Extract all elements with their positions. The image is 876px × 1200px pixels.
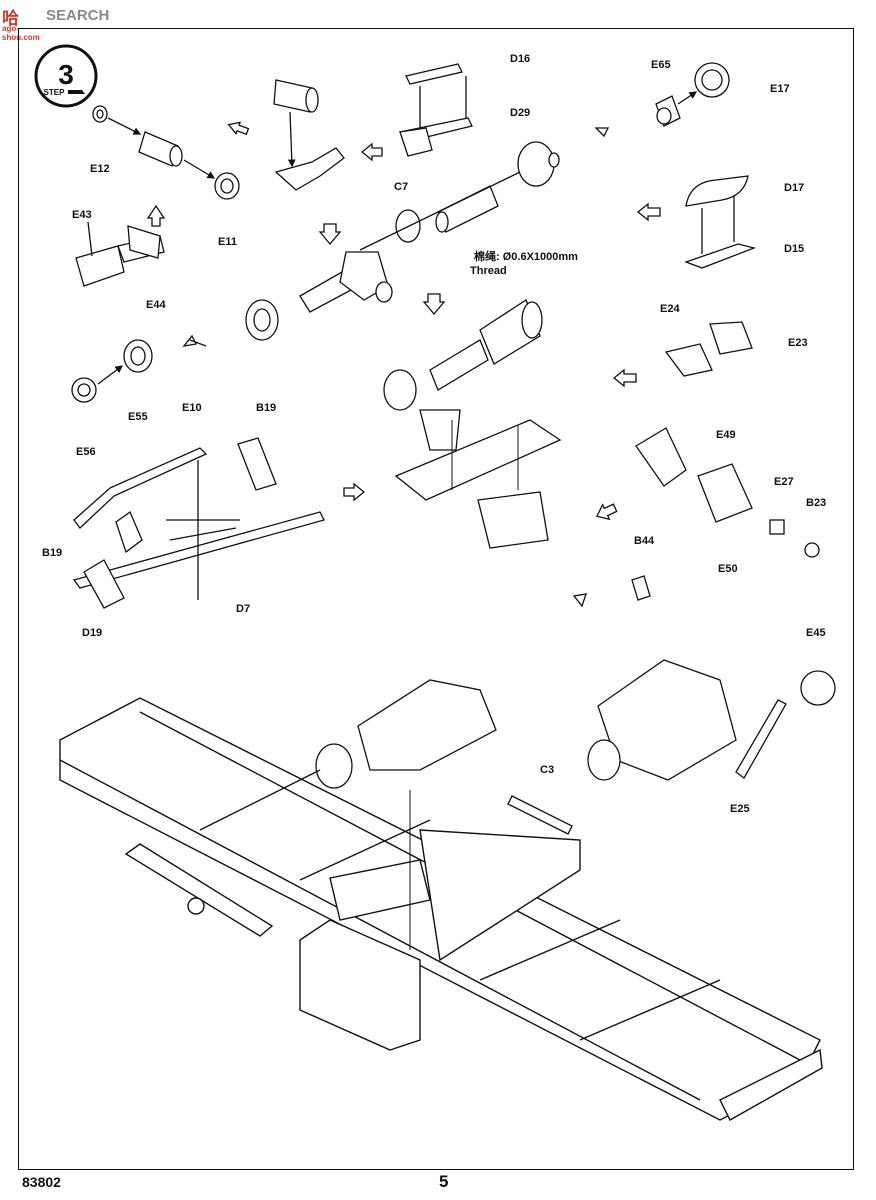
label-e25: E25 xyxy=(730,803,750,815)
part-group-differential xyxy=(245,251,393,341)
label-d15: D15 xyxy=(784,243,804,255)
label-e44: E44 xyxy=(146,299,166,311)
process-arrows xyxy=(146,121,661,608)
label-e45: E45 xyxy=(806,627,826,639)
step-number: 3 xyxy=(58,59,74,90)
part-group-e44 xyxy=(75,221,165,287)
label-d29: D29 xyxy=(510,107,530,119)
label-d7: D7 xyxy=(236,603,250,615)
label-e49: E49 xyxy=(716,429,736,441)
label-e56: E56 xyxy=(76,446,96,458)
label-b19-top: B19 xyxy=(256,402,276,414)
part-group-d15 xyxy=(684,175,757,269)
part-group-lower-winch xyxy=(315,679,573,835)
watermark-search-text: SEARCH xyxy=(46,7,110,24)
label-d16: D16 xyxy=(510,53,530,65)
label-e50: E50 xyxy=(718,563,738,575)
part-group-d16 xyxy=(273,63,473,191)
label-c3: C3 xyxy=(540,764,554,776)
thread-note-label: Thread xyxy=(470,265,507,277)
label-b19-left: B19 xyxy=(42,547,62,559)
label-e27: E27 xyxy=(774,476,794,488)
label-e17: E17 xyxy=(770,83,790,95)
page-frame xyxy=(18,28,854,1170)
part-group-gearbox xyxy=(587,575,836,781)
part-group-e50 xyxy=(635,427,820,558)
part-group-e11 xyxy=(92,105,240,200)
label-e65: E65 xyxy=(651,59,671,71)
label-e23: E23 xyxy=(788,337,808,349)
label-e43: E43 xyxy=(72,209,92,221)
watermark-logo: 哈 xyxy=(2,9,19,28)
label-b23: B23 xyxy=(806,497,826,509)
kit-code: 83802 xyxy=(22,1174,61,1190)
label-d19: D19 xyxy=(82,627,102,639)
chassis xyxy=(59,697,823,1121)
label-e24: E24 xyxy=(660,303,680,315)
label-e10: E10 xyxy=(182,402,202,414)
label-c7: C7 xyxy=(394,181,408,193)
label-e11: E11 xyxy=(218,236,237,248)
part-group-e17 xyxy=(655,62,730,127)
part-group-frame xyxy=(72,437,325,609)
label-d17: D17 xyxy=(784,182,804,194)
label-e55: E55 xyxy=(128,411,148,423)
watermark-url: ago-shou.com xyxy=(2,24,40,42)
step-badge: 3 STEP xyxy=(34,44,98,108)
part-group-c7 xyxy=(359,141,560,251)
step-word: STEP xyxy=(44,88,66,97)
leader-lines xyxy=(409,420,519,950)
page-number: 5 xyxy=(439,1172,449,1191)
part-group-e55 xyxy=(71,339,153,403)
part-group-winch xyxy=(383,299,562,549)
thread-note-spec: 棉绳: Ø0.6X1000mm xyxy=(474,249,578,263)
label-e12: E12 xyxy=(90,163,110,175)
part-group-e23 xyxy=(664,321,753,377)
label-b44: B44 xyxy=(634,535,655,547)
